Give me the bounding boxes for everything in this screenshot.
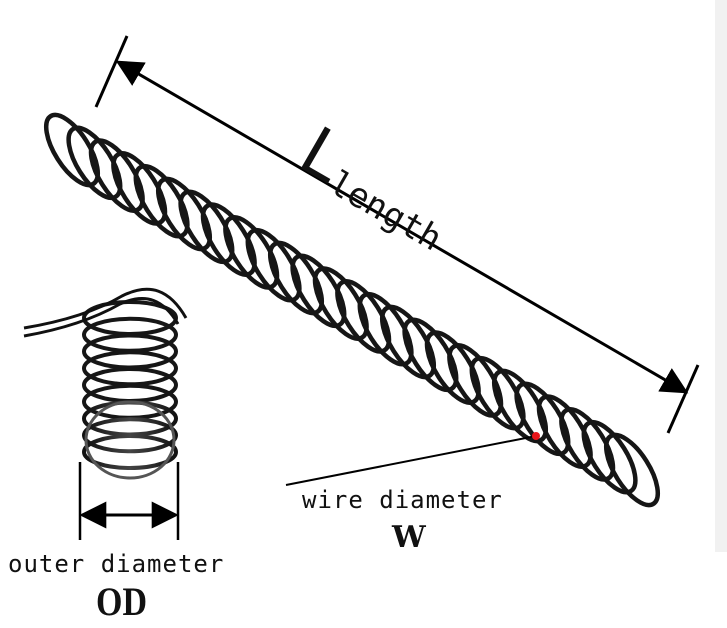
edge-strip (715, 0, 727, 552)
short-compression-spring (82, 300, 178, 480)
wire-diameter-label: wire diameter (302, 486, 503, 514)
spring-coil (43, 112, 101, 188)
spring-coil (603, 432, 661, 508)
spring-end-face (84, 400, 176, 480)
length-extension-line-top (94, 35, 129, 108)
length-dimension-arrow (115, 60, 689, 394)
spring-coil (581, 419, 638, 495)
spring-coil (559, 407, 616, 482)
wire-diameter-symbol: W (392, 520, 426, 555)
outer-diameter-label: outer diameter (8, 550, 225, 578)
outer-diameter-symbol: OD (96, 579, 147, 624)
wire-tail (23, 287, 188, 330)
spring-coil (82, 417, 178, 454)
wire-point-marker (532, 432, 540, 440)
wire-tail-inner (23, 297, 180, 338)
wire-leader-line (285, 435, 537, 486)
spring-coil (536, 394, 593, 469)
length-extension-line-bottom (666, 364, 700, 434)
spring-coil (82, 434, 178, 470)
